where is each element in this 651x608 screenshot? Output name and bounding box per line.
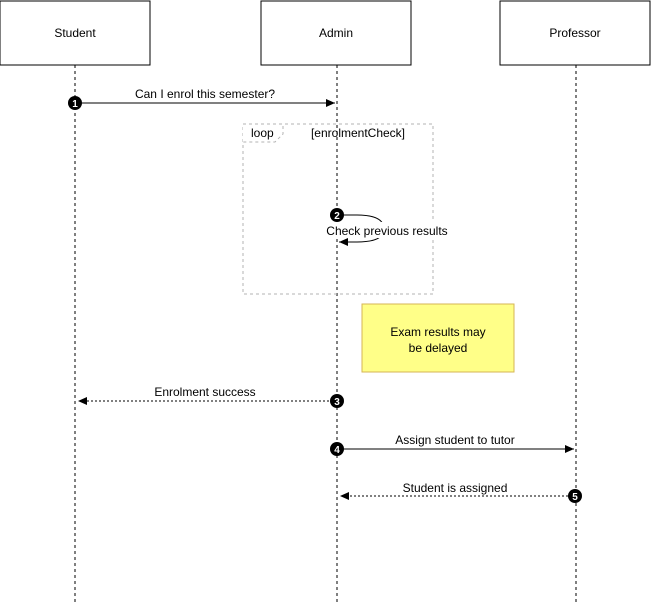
message-5-label: Student is assigned: [403, 481, 508, 495]
message-5[interactable]: 5 Student is assigned: [340, 481, 582, 503]
participant-admin[interactable]: Admin: [260, 0, 412, 66]
message-2-label: Check previous results: [326, 224, 447, 238]
message-2-badge: [330, 208, 344, 222]
message-3-label: Enrolment success: [154, 385, 255, 399]
loop-frame-label: loop: [251, 126, 274, 140]
message-3-badge: [330, 394, 344, 408]
message-1-badge: [68, 96, 82, 110]
message-2-number: 2: [334, 211, 340, 222]
participant-professor[interactable]: Professor: [499, 0, 651, 66]
message-4-badge: [330, 442, 344, 456]
message-3-number: 3: [334, 397, 340, 408]
participant-admin-label: Admin: [319, 26, 353, 40]
participant-student[interactable]: Student: [0, 0, 151, 66]
note-line-1: Exam results may: [390, 325, 485, 339]
message-3[interactable]: 3 Enrolment success: [78, 385, 344, 408]
message-1-number: 1: [72, 99, 78, 110]
loop-frame[interactable]: loop [enrolmentCheck]: [242, 123, 434, 295]
message-5-badge: [568, 489, 582, 503]
note-line-2: be delayed: [409, 341, 468, 355]
message-4-number: 4: [334, 445, 340, 456]
message-4-label: Assign student to tutor: [395, 433, 514, 447]
message-4[interactable]: 4 Assign student to tutor: [330, 433, 574, 456]
message-2[interactable]: 2 Check previous results: [326, 208, 448, 246]
participant-student-label: Student: [54, 26, 96, 40]
participant-professor-label: Professor: [549, 26, 600, 40]
message-1[interactable]: 1 Can I enrol this semester?: [68, 87, 335, 110]
note[interactable]: Exam results may be delayed: [361, 303, 515, 373]
message-1-label: Can I enrol this semester?: [135, 87, 275, 101]
message-5-number: 5: [572, 492, 578, 503]
loop-frame-guard: [enrolmentCheck]: [311, 126, 405, 140]
